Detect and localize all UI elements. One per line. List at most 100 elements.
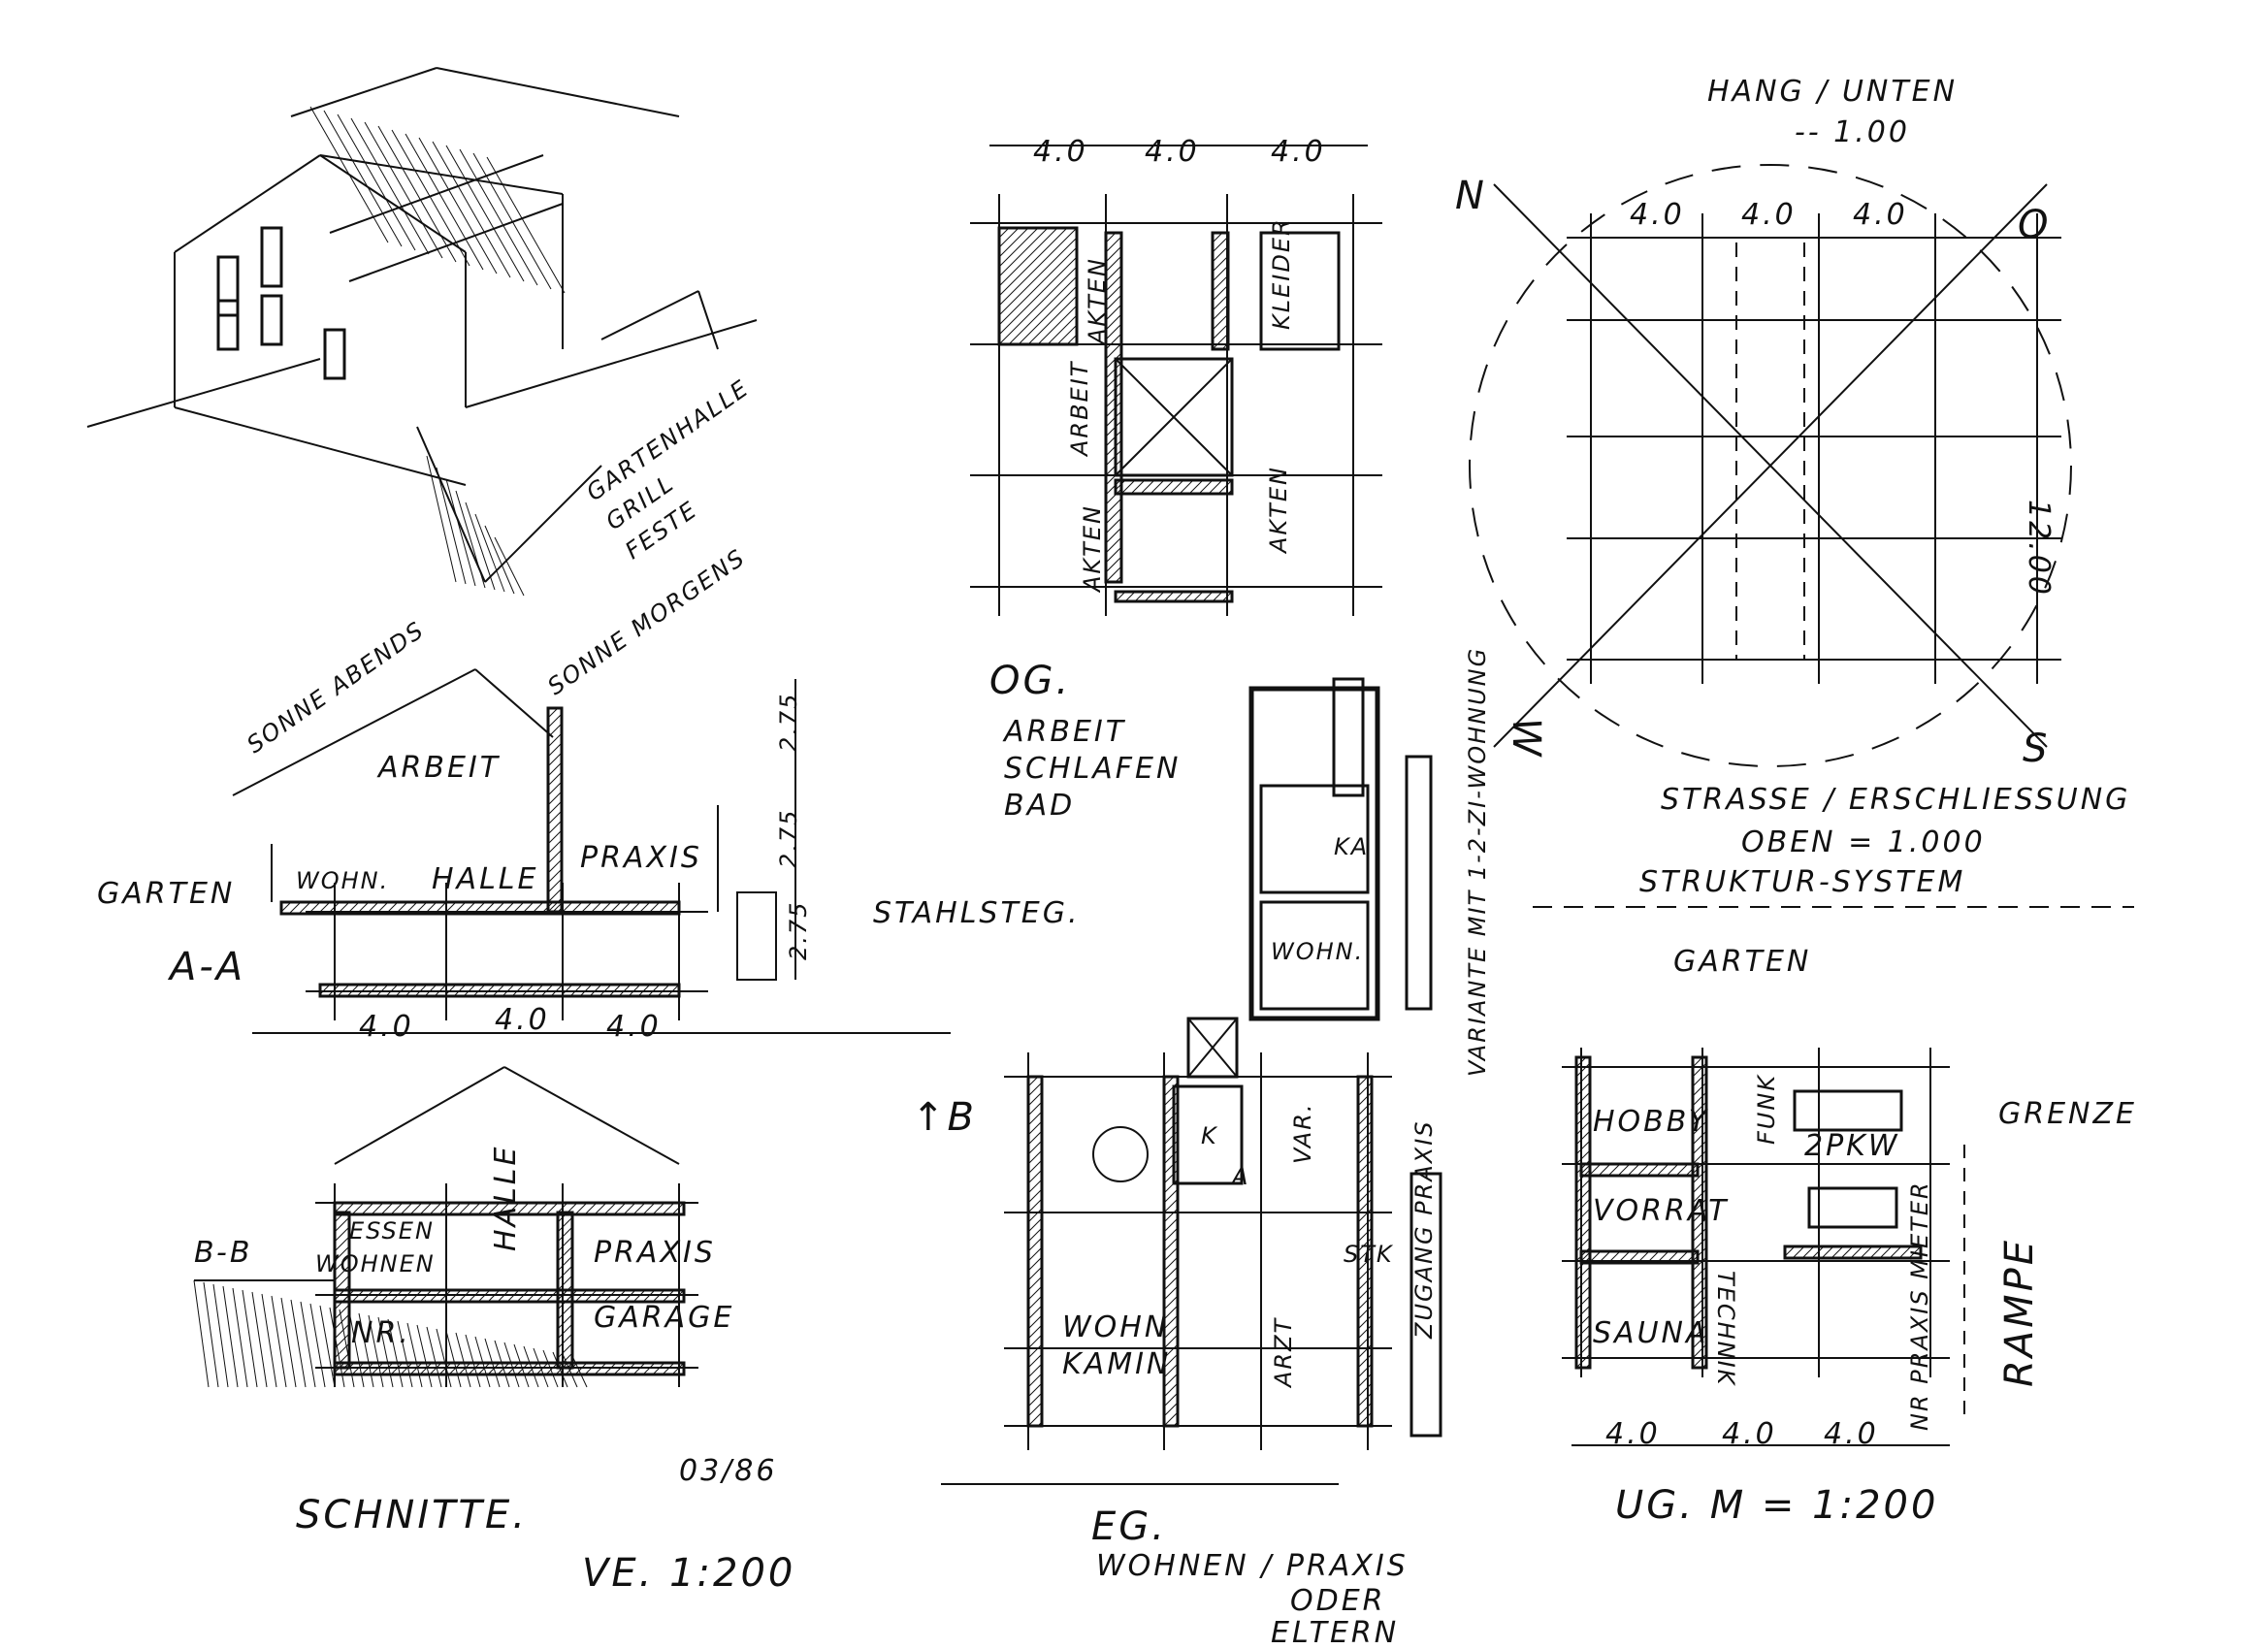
bb-wall-hatch bbox=[334, 1304, 350, 1320]
isometric-line bbox=[600, 290, 699, 340]
eg-wall-hatch bbox=[1357, 1208, 1373, 1223]
ug-wall-hatch bbox=[1575, 1353, 1591, 1369]
ug-wall-hatch bbox=[1656, 1250, 1669, 1264]
ug-wall-hatch bbox=[1692, 1179, 1707, 1194]
bb-floor-slab-hatch bbox=[409, 1289, 423, 1303]
ug-room-mieter: NR PRAXIS MIETER bbox=[1906, 1180, 1933, 1431]
og-wall-hatch bbox=[1105, 323, 1122, 340]
eg-wall-hatch bbox=[1027, 1305, 1043, 1320]
ug-wall-hatch bbox=[1575, 1217, 1591, 1233]
aa-floor-slab-hatch bbox=[327, 901, 340, 915]
eg-entry-ramp bbox=[1409, 1172, 1442, 1438]
variant-caption: VARIANTE MIT 1-2-ZI-WOHNUNG bbox=[1464, 646, 1491, 1077]
aa-foundation-slab-hatch bbox=[531, 984, 544, 997]
roof-slat bbox=[350, 117, 430, 255]
roof-slat bbox=[405, 133, 484, 271]
ground-hatch bbox=[445, 1330, 462, 1388]
eg-wall-hatch bbox=[1357, 1392, 1373, 1407]
roof-slat bbox=[432, 141, 511, 278]
ug-wall-hatch bbox=[1598, 1163, 1611, 1177]
aa-foundation-slab-hatch bbox=[434, 984, 447, 997]
ground-hatch bbox=[232, 1287, 248, 1388]
ug-wall-hatch bbox=[1692, 1334, 1707, 1349]
roof-slat bbox=[459, 148, 538, 286]
aa-floor-slab-hatch bbox=[375, 901, 389, 915]
bb-wall-hatch bbox=[557, 1226, 573, 1243]
variant-room-wohn: WOHN. bbox=[1271, 938, 1365, 965]
aa-foundation-slab-hatch bbox=[395, 984, 408, 997]
ground-hatch bbox=[203, 1281, 219, 1388]
ug-wall-hatch bbox=[1575, 1111, 1591, 1126]
og-wall-hatch bbox=[1105, 245, 1122, 263]
aa-floor-slab-hatch bbox=[657, 901, 670, 915]
eg-wall-hatch bbox=[1357, 1140, 1373, 1155]
ug-dim-3: 4.0 bbox=[1824, 1417, 1879, 1451]
ground-hatch bbox=[193, 1279, 210, 1388]
aa-floor-slab-hatch bbox=[511, 901, 525, 915]
eg-wall-hatch bbox=[1357, 1402, 1373, 1417]
bb-floor-slab-hatch bbox=[642, 1289, 656, 1303]
og-stair bbox=[1114, 357, 1234, 477]
og-wall-hatch bbox=[1115, 575, 1122, 583]
ug-wall-hatch bbox=[1588, 1250, 1602, 1264]
bb-floor-slab-hatch bbox=[594, 1289, 607, 1303]
aa-floor-slab-hatch bbox=[676, 911, 680, 915]
aa-wall-hatch bbox=[547, 752, 563, 767]
ug-wall-hatch bbox=[1692, 1062, 1707, 1078]
eg-title: EG. bbox=[1091, 1504, 1167, 1549]
bb-wall-hatch bbox=[334, 1294, 350, 1310]
aa-wall-hatch bbox=[547, 829, 563, 845]
bb-floor-slab-hatch bbox=[419, 1362, 433, 1375]
eg-wall-hatch bbox=[1027, 1130, 1043, 1146]
og-wall-hatch bbox=[1120, 479, 1136, 495]
ug-wall-hatch bbox=[1646, 1163, 1660, 1177]
og-wall-hatch bbox=[1212, 313, 1229, 331]
ug-wall-hatch bbox=[1692, 1256, 1707, 1272]
og-room-hatch bbox=[998, 246, 1078, 326]
og-wall-hatch bbox=[1105, 342, 1122, 360]
ground-hatch bbox=[397, 1320, 413, 1388]
aa-dim-3: 4.0 bbox=[606, 1010, 662, 1044]
og-wall-hatch bbox=[1105, 236, 1122, 253]
ug-wall-hatch bbox=[1575, 1091, 1591, 1107]
eg-room-kamin: KAMIN bbox=[1062, 1347, 1172, 1381]
isometric-line bbox=[697, 290, 719, 350]
bb-floor-slab-hatch bbox=[506, 1289, 520, 1303]
og-room-hatch bbox=[998, 227, 1068, 297]
ug-wall-hatch bbox=[1575, 1314, 1591, 1330]
bb-floor-slab-hatch bbox=[448, 1362, 462, 1375]
bb-wall-hatch bbox=[557, 1265, 573, 1281]
ug-room-sauna: SAUNA bbox=[1593, 1316, 1709, 1350]
steel-bridge-label: STAHLSTEG. bbox=[873, 896, 1081, 930]
ug-wall-hatch bbox=[1575, 1140, 1591, 1155]
bb-floor-slab-hatch bbox=[390, 1202, 404, 1215]
bb-wall-hatch bbox=[334, 1245, 350, 1262]
og-wall-hatch bbox=[1105, 352, 1122, 370]
bb-floor-slab-hatch bbox=[487, 1289, 501, 1303]
aa-foundation-slab-hatch bbox=[319, 984, 331, 995]
og-room-hatch bbox=[998, 227, 1010, 239]
og-room-hatch bbox=[1018, 285, 1078, 345]
aa-foundation-slab-hatch bbox=[608, 984, 622, 997]
ug-wall-hatch bbox=[1575, 1305, 1591, 1320]
bb-floor-slab-hatch bbox=[497, 1289, 510, 1303]
aa-foundation-slab-hatch bbox=[599, 984, 612, 997]
og-wall-hatch bbox=[1169, 479, 1184, 495]
eg-wall-hatch bbox=[1027, 1256, 1043, 1272]
eg-wall-hatch bbox=[1163, 1217, 1179, 1233]
bb-room-nr: NR. bbox=[351, 1316, 411, 1350]
ug-wall-hatch bbox=[1695, 1260, 1699, 1264]
aa-floor-slab-hatch bbox=[405, 901, 418, 915]
og-wall-hatch bbox=[1105, 498, 1122, 515]
og-wall-hatch bbox=[1105, 527, 1122, 544]
ug-wall-hatch bbox=[1575, 1179, 1591, 1194]
bb-floor-slab-hatch bbox=[390, 1289, 404, 1303]
eg-wall-hatch bbox=[1027, 1120, 1043, 1136]
bb-wall-hatch bbox=[557, 1212, 568, 1223]
og-wall-hatch bbox=[1217, 479, 1233, 495]
og-wall-hatch bbox=[1105, 265, 1122, 282]
og-wall-hatch bbox=[1105, 566, 1122, 583]
eg-wall-hatch bbox=[1357, 1188, 1373, 1204]
ug-dim-2: 4.0 bbox=[1722, 1417, 1777, 1451]
bb-floor-slab-hatch bbox=[574, 1202, 588, 1215]
